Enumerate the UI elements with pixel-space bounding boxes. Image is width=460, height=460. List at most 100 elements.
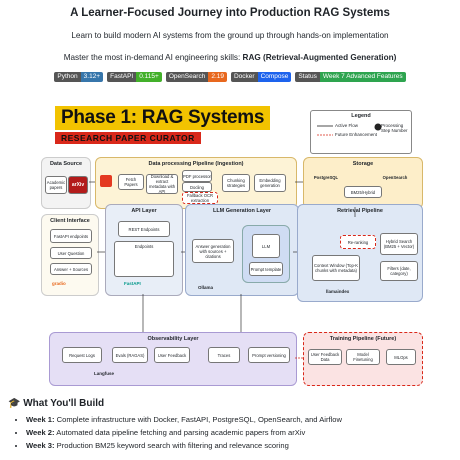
box-fetch-papers: Fetch Papers	[118, 174, 144, 190]
box-traces: Traces	[208, 347, 240, 363]
panel-llm: LLM Generation Layer Answer generation w…	[185, 204, 299, 296]
panel-title: Data Source	[49, 161, 83, 167]
graduation-cap-icon: 🎓	[8, 398, 21, 409]
box-academic-papers: Academic papers	[45, 176, 67, 194]
badge-value: Compose	[257, 72, 292, 82]
box-answer-sources: Answer + Sources	[50, 263, 92, 275]
box-docling: Docling	[182, 182, 212, 192]
box-request-logs: Request Logs	[62, 347, 102, 363]
weeks-list: Week 1: Complete infrastructure with Doc…	[14, 413, 460, 452]
box-bm25: BM25/Hybrid	[344, 186, 382, 198]
legend-glyphs	[317, 123, 382, 136]
badge-value: 3.12+	[80, 72, 104, 82]
panel-title: API Layer	[131, 208, 157, 214]
flow-arrows	[89, 181, 356, 359]
panel-title: LLM Generation Layer	[212, 208, 272, 214]
section-heading: 🎓 What You'll Build	[8, 398, 104, 409]
arxiv-logo: arXiv	[68, 176, 88, 194]
legend-item-step: Processing Step Number	[381, 123, 408, 133]
badge-label: OpenSearch	[165, 72, 209, 82]
llamaindex-logo: llamaindex	[326, 289, 350, 294]
box-mlops: MLOps	[386, 349, 416, 365]
box-fastapi-endpoints: FastAPI endpoints	[50, 229, 92, 243]
box-llm: LLM	[252, 234, 280, 258]
box-chunking: Chunking strategies	[222, 174, 250, 192]
box-evals: Evals (RAGAS)	[112, 347, 148, 363]
list-item: Week 3: Production BM25 keyword search w…	[26, 439, 460, 452]
box-prompt-versioning: Prompt versioning	[248, 347, 290, 363]
opensearch-label: OpenSearch	[382, 174, 408, 180]
list-item: Week 2: Automated data pipeline fetching…	[26, 426, 460, 439]
phase-banner: Phase 1: RAG Systems	[55, 106, 271, 130]
legend-item-future: Future Enhancement	[335, 132, 378, 137]
phase-tagline: RESEARCH PAPER CURATOR	[55, 132, 201, 144]
architecture-diagram: Phase 1: RAG Systems RESEARCH PAPER CURA…	[35, 92, 425, 392]
panel-ingestion: Data processing Pipeline (Ingestion) Fet…	[95, 157, 297, 209]
badge-value: Week 7 Advanced Features	[319, 72, 406, 82]
page-title: A Learner-Focused Journey into Productio…	[70, 7, 390, 19]
box-fallback-ocr: Fallback OCR extraction	[182, 192, 218, 204]
box-model-finetuning: Model Finetuning	[346, 349, 380, 365]
box-user-feedback: User Feedback	[154, 347, 190, 363]
week-text: Complete infrastructure with Docker, Fas…	[54, 415, 342, 424]
box-feedback-data: User Feedback Data	[308, 349, 342, 365]
panel-data-source: Data Source Academic papers arXiv	[41, 157, 91, 209]
panel-storage: Storage PostgreSQL OpenSearch BM25/Hybri…	[303, 157, 423, 209]
panel-observability: Observability Layer Request Logs Evals (…	[49, 332, 297, 386]
skills-prefix: Master the most in-demand AI engineering…	[63, 53, 243, 62]
box-pdf-processor: PDF processor	[182, 170, 212, 182]
panel-retrieval: Retrieval Pipeline Re-ranking Hybrid Sea…	[297, 204, 423, 302]
panel-title: Data processing Pipeline (Ingestion)	[148, 161, 244, 167]
box-prompt-template: Prompt template	[249, 262, 283, 276]
panel-title: Storage	[352, 161, 374, 167]
badge-value: 0.115+	[136, 72, 162, 82]
airflow-icon	[100, 175, 112, 187]
panel-client: Client Interface FastAPI endpoints User …	[41, 214, 99, 296]
box-hybrid-search: Hybrid Search (BM25 + Vector)	[380, 233, 418, 255]
panel-title: Observability Layer	[147, 336, 199, 342]
week-label: Week 2:	[26, 428, 55, 437]
box-endpoints: Endpoints	[114, 241, 174, 277]
panel-title: Training Pipeline (Future)	[329, 336, 397, 342]
skills-highlight: RAG (Retrieval-Augmented Generation)	[242, 53, 397, 62]
panel-training: Training Pipeline (Future) User Feedback…	[303, 332, 423, 386]
box-context-window: Context Window (Top-K chunks with metada…	[312, 255, 360, 281]
langfuse-logo: Langfuse	[94, 371, 115, 376]
week-text: Automated data pipeline fetching and par…	[54, 428, 306, 437]
badge-value: 2.19	[208, 72, 227, 82]
box-answer-generation: Answer generation with sources + citatio…	[192, 239, 234, 263]
fastapi-logo: FastAPI	[124, 281, 141, 286]
list-item: Week 1: Complete infrastructure with Doc…	[26, 413, 460, 426]
legend-item-active: Active Flow	[335, 123, 359, 128]
box-reranking: Re-ranking	[340, 235, 376, 249]
week-label: Week 1:	[26, 415, 55, 424]
badge-label: Status	[295, 72, 320, 82]
llm-inner: LLM Prompt template	[242, 225, 290, 283]
panel-api: API Layer REST Endpoints Endpoints FastA…	[105, 204, 183, 296]
legend: Legend Active Flow Future Enhancement Pr…	[310, 110, 412, 154]
box-filters: Filters (date, category)	[380, 261, 418, 281]
page-subtitle: Learn to build modern AI systems from th…	[71, 31, 389, 40]
box-embedding: Embedding generation	[254, 174, 286, 192]
postgres-label: PostgreSQL	[313, 174, 339, 180]
badge-label: Docker	[230, 72, 258, 82]
legend-title: Legend	[351, 113, 371, 119]
week-text: Production BM25 keyword search with filt…	[54, 441, 289, 450]
box-user-question: User Question	[50, 247, 92, 259]
panel-title: Client Interface	[50, 218, 90, 224]
badge-label: Python	[54, 72, 81, 82]
box-download-pdf: Download & extract metadata with API	[146, 174, 178, 194]
badge-label: FastAPI	[107, 72, 137, 82]
skills-line: Master the most in-demand AI engineering…	[0, 53, 460, 62]
section-title: What You'll Build	[23, 398, 105, 409]
week-label: Week 3:	[26, 441, 55, 450]
gradio-logo: gradio	[52, 281, 66, 286]
box-rest-endpoints: REST Endpoints	[118, 221, 170, 237]
panel-title: Retrieval Pipeline	[337, 208, 383, 214]
